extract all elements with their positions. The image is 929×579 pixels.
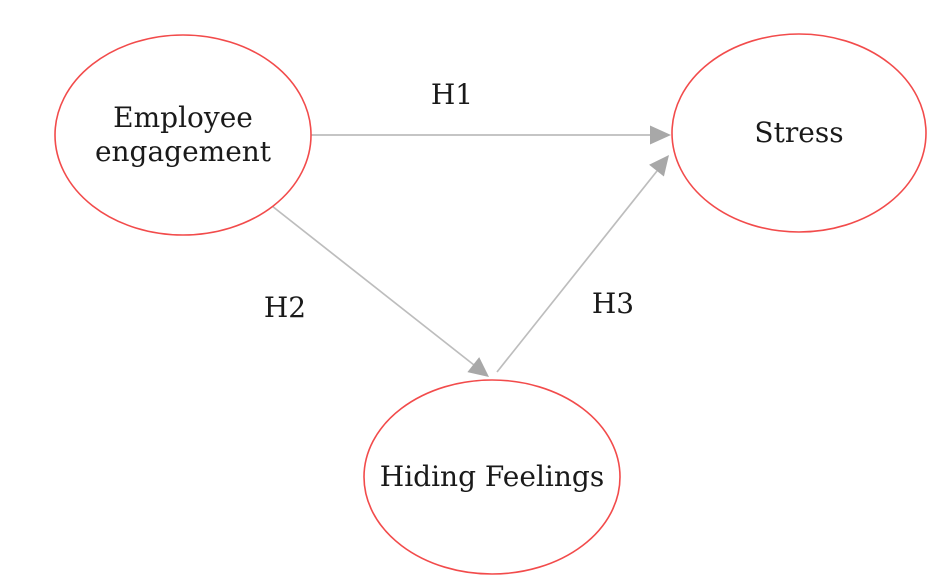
node-label-employee-engagement: Employee engagement: [94, 101, 272, 168]
edge-label-h1: H1: [430, 78, 474, 111]
node-ellipse-hiding-feelings: [363, 379, 621, 575]
node-label-stress: Stress: [754, 116, 844, 149]
edge-h1-arrowhead-icon: [650, 125, 671, 145]
edge-label-h2: H2: [263, 291, 307, 324]
edge-label-h3: H3: [591, 287, 635, 320]
edge-h3-arrowhead-icon: [649, 155, 669, 177]
edge-h3-line: [496, 170, 658, 373]
edge-h2-line: [271, 205, 475, 366]
node-label-hiding-feelings: Hiding Feelings: [379, 460, 605, 493]
edge-h2-arrowhead-icon: [467, 357, 489, 377]
node-ellipse-stress: [671, 33, 927, 233]
node-ellipse-employee-engagement: [54, 34, 312, 236]
